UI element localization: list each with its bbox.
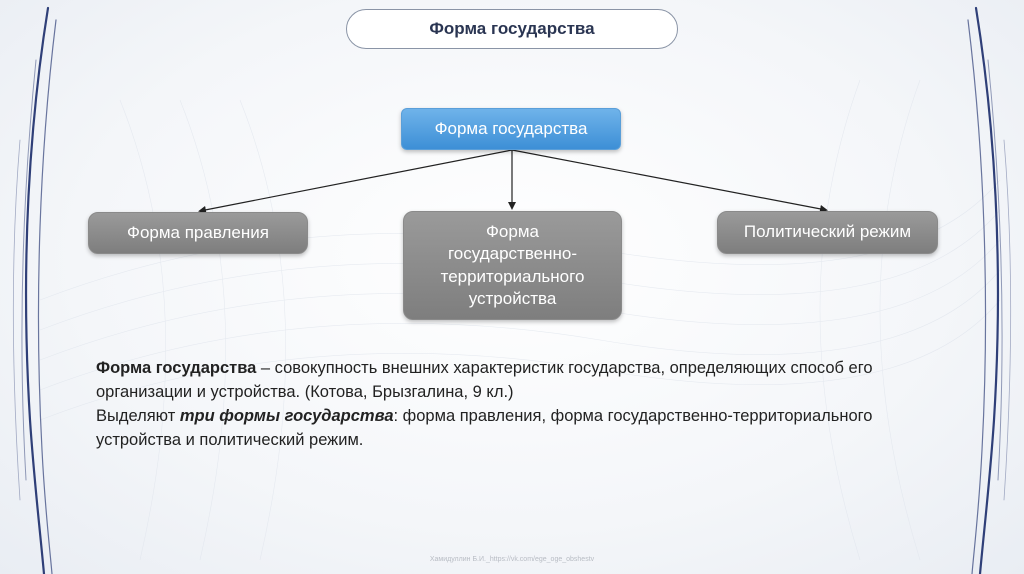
diagram-node-form-of-government: Форма правления xyxy=(88,212,308,254)
root-node-label: Форма государства xyxy=(435,118,588,140)
node-label-form-of-government: Форма правления xyxy=(127,222,269,244)
definition-term: Форма государства xyxy=(96,359,256,377)
node-label-line: Форма xyxy=(441,221,585,243)
forms-paragraph: Выделяют три формы государства: форма пр… xyxy=(96,404,926,452)
node-label-line: устройства xyxy=(441,288,585,310)
node-label-territorial-structure: Форма государственно- территориального у… xyxy=(441,221,585,309)
connector-left xyxy=(200,150,512,211)
definition-paragraph: Форма государства – совокупность внешних… xyxy=(96,356,926,404)
node-label-line: государственно- xyxy=(441,243,585,265)
diagram-root-node: Форма государства xyxy=(401,108,621,150)
node-label-political-regime: Политический режим xyxy=(744,221,911,243)
node-label-line: территориального xyxy=(441,266,585,288)
forms-intro: Выделяют xyxy=(96,407,180,425)
footer-credit: Хамидуллин Б.И._https://vk.com/ege_oge_o… xyxy=(0,556,1024,563)
connector-right xyxy=(512,150,826,210)
diagram-node-political-regime: Политический режим xyxy=(717,211,938,254)
definition-text-block: Форма государства – совокупность внешних… xyxy=(96,356,926,452)
diagram-node-territorial-structure: Форма государственно- территориального у… xyxy=(403,211,622,320)
forms-emphasis: три формы государства xyxy=(180,407,394,425)
